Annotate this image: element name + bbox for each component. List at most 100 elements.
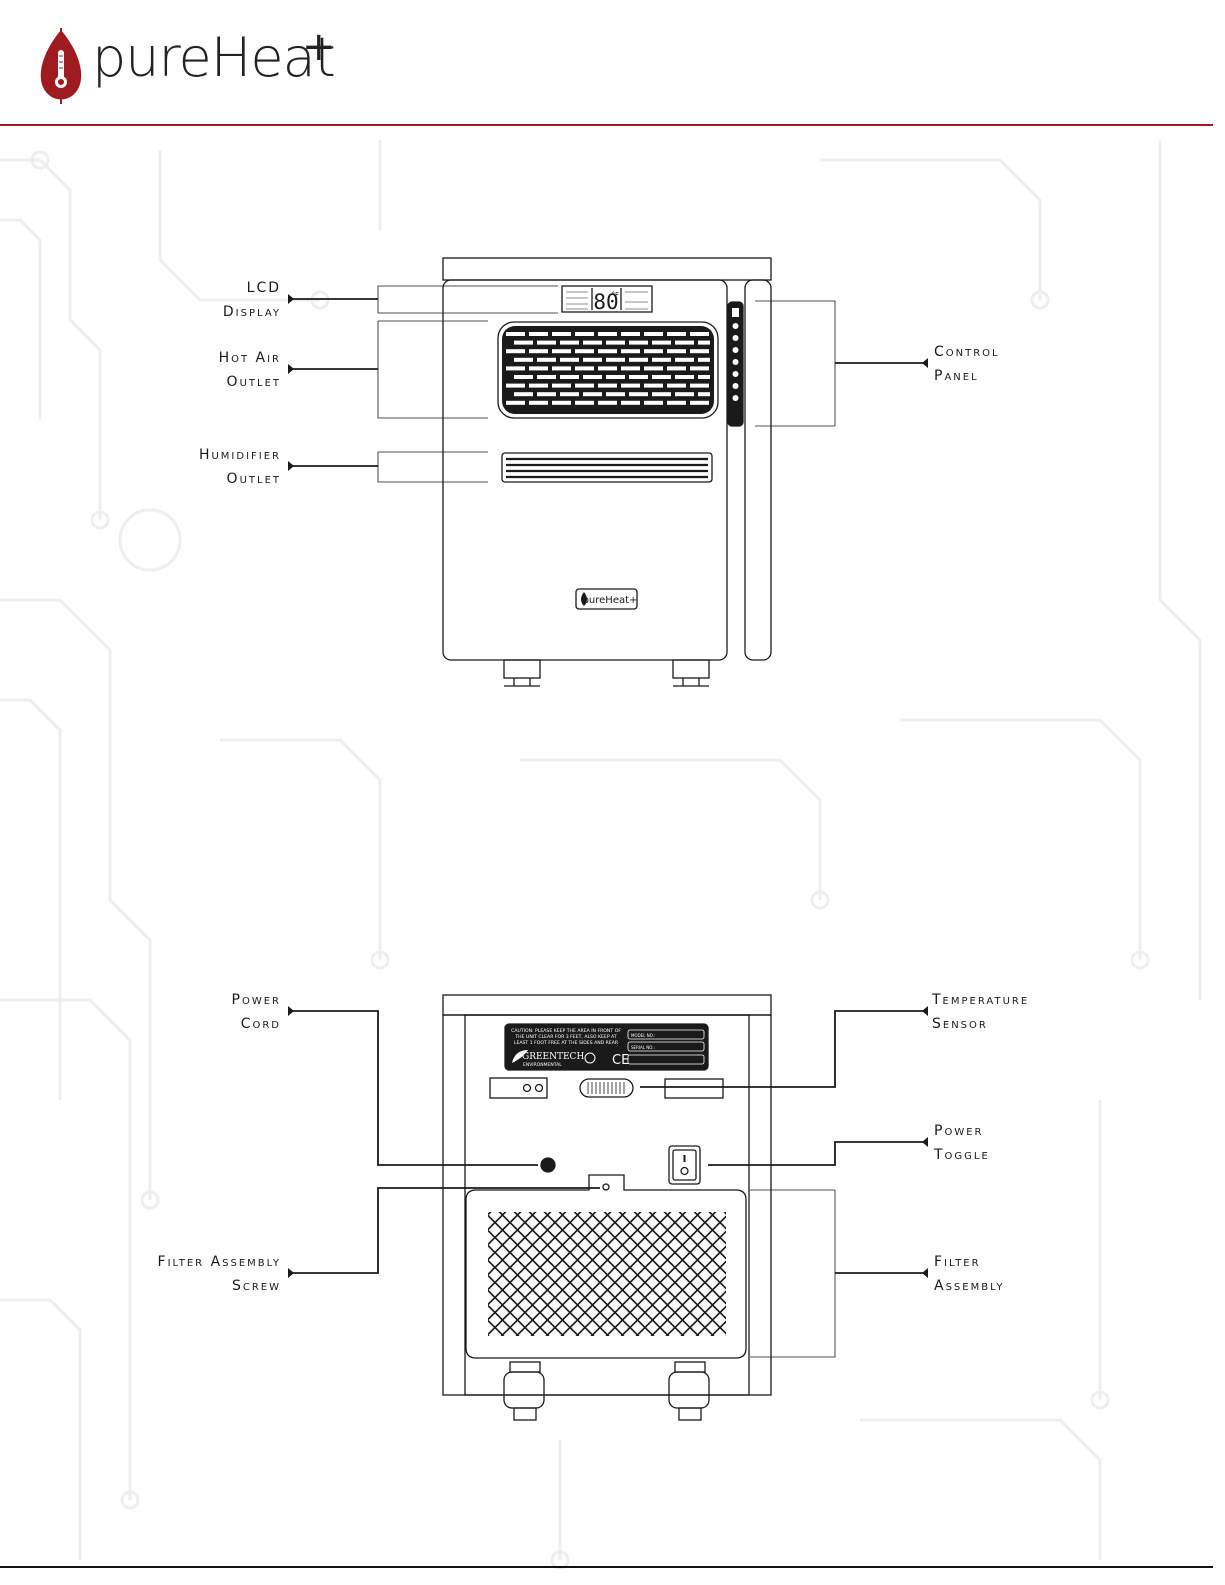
label-humidifier-outlet: Humidifier Outlet	[198, 447, 281, 487]
grille-slot	[606, 392, 625, 397]
grille-slot	[583, 340, 602, 345]
control-panel-display-icon	[732, 308, 739, 317]
grille-slot	[537, 392, 556, 397]
grille-slot	[644, 332, 663, 336]
back-frame	[442, 1014, 772, 1396]
grille-slot	[552, 383, 571, 388]
grille-slot	[621, 332, 640, 336]
grille-slot	[598, 400, 617, 405]
grille-slot	[667, 383, 686, 388]
back-leaders	[288, 1010, 924, 1358]
grille-slot	[552, 366, 571, 371]
back-receptacle	[489, 1077, 548, 1099]
grille-slot	[667, 400, 686, 405]
grille-slot	[560, 357, 579, 362]
grille-slot	[506, 383, 525, 388]
grille-slot	[506, 332, 525, 336]
grille-slot	[675, 375, 694, 379]
grille-slot	[621, 366, 640, 371]
grille-slot	[514, 340, 533, 345]
control-button-icon	[732, 395, 739, 401]
grille-slot	[629, 375, 648, 379]
grille-slot	[621, 383, 640, 388]
front-leader-arrows	[288, 294, 928, 471]
greentech-leaf-icon	[512, 1050, 528, 1063]
front-side-column	[744, 279, 772, 661]
back-top-cap	[442, 994, 772, 1016]
grille-slot	[514, 357, 533, 362]
grille-slot	[598, 383, 617, 388]
grille-slot	[606, 340, 625, 345]
filter-lattice	[488, 1212, 726, 1336]
back-view	[442, 994, 772, 1421]
grille-slot	[621, 400, 640, 405]
plate-caution-3: LEAST 1 FOOT FREE AT THE SIDES AND REAR	[514, 1040, 619, 1046]
front-view	[442, 257, 772, 687]
grille-slot	[575, 366, 594, 371]
label-filter-assembly-screw: Filter Assembly Screw	[157, 1254, 281, 1294]
front-badge	[575, 588, 638, 610]
control-panel-buttons	[732, 308, 739, 401]
grille-slot	[644, 383, 663, 388]
lcd-display	[561, 285, 653, 313]
grille-slot	[598, 366, 617, 371]
grille-slot	[690, 400, 709, 405]
grille-slot	[698, 340, 710, 345]
label-temperature-sensor: Temperature Sensor	[932, 992, 1030, 1032]
grille-slot	[529, 349, 548, 354]
back-wheel-left	[503, 1361, 545, 1421]
grille-slot	[621, 349, 640, 354]
brand-name: pureHeat	[92, 26, 336, 89]
hot-air-grille-slots	[506, 332, 710, 405]
grille-slot	[514, 392, 533, 397]
back-leader-arrows	[288, 1006, 928, 1278]
footer-rule	[0, 1566, 1213, 1568]
grille-slot	[537, 375, 556, 379]
grille-slot	[629, 340, 648, 345]
humidifier-outlet	[501, 452, 713, 483]
label-filter-assembly: Filter Assembly	[934, 1254, 1005, 1294]
header-rule	[0, 124, 1213, 126]
grille-slot	[537, 340, 556, 345]
grille-slot	[667, 366, 686, 371]
grille-slot	[606, 357, 625, 362]
grille-slot	[652, 340, 671, 345]
grille-slot	[606, 375, 625, 379]
grille-slot	[552, 349, 571, 354]
back-panel	[464, 1014, 750, 1396]
front-leaders	[288, 285, 924, 483]
grille-slot	[552, 400, 571, 405]
grille-slot	[690, 349, 709, 354]
power-toggle	[668, 1145, 701, 1185]
cert-seal-icon	[584, 1052, 596, 1064]
grille-slot	[698, 357, 710, 362]
control-button-icon	[732, 335, 739, 341]
grille-slot	[675, 357, 694, 362]
lcd-reading: 80	[593, 290, 618, 314]
front-body	[442, 279, 728, 661]
grille-slot	[652, 357, 671, 362]
control-button-icon	[732, 347, 739, 353]
grille-slot	[529, 400, 548, 405]
rating-plate	[504, 1023, 709, 1071]
temperature-sensor	[579, 1078, 634, 1098]
grille-slot	[629, 392, 648, 397]
grille-slot	[529, 383, 548, 388]
grille-slot	[560, 340, 579, 345]
grille-slot	[506, 400, 525, 405]
grille-slot	[575, 383, 594, 388]
sensor-slats	[587, 1082, 625, 1094]
grille-slot	[652, 375, 671, 379]
front-wheel-left	[503, 659, 541, 687]
back-wheel-right	[668, 1361, 710, 1421]
grille-slot	[667, 349, 686, 354]
grille-slot	[575, 332, 594, 336]
page-header: pureHeat +	[0, 0, 1225, 128]
grille-slot	[644, 400, 663, 405]
front-wheel-right	[672, 659, 710, 687]
grille-slot	[575, 400, 594, 405]
grille-slot	[675, 340, 694, 345]
plate-model-label: MODEL NO.:	[631, 1033, 655, 1038]
grille-slot	[506, 349, 525, 354]
grille-slot	[667, 332, 686, 336]
